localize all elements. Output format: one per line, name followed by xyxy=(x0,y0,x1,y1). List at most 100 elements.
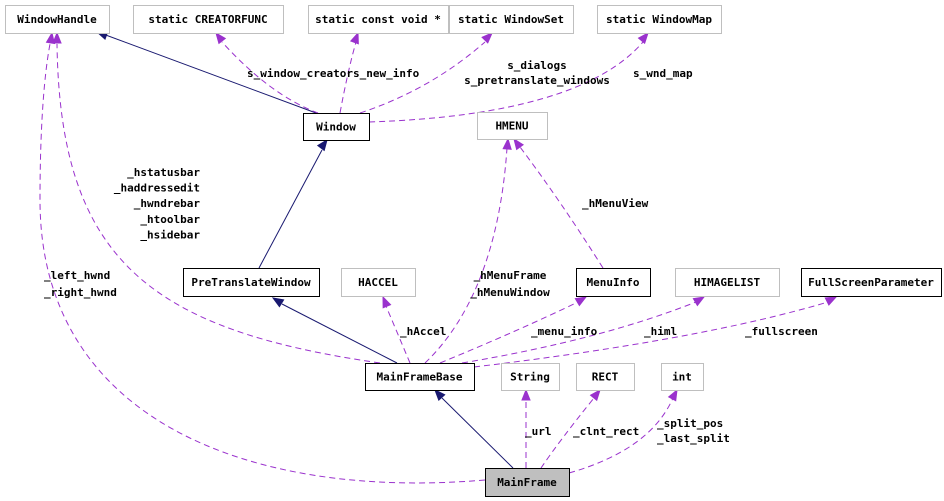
node-label: Window xyxy=(316,121,356,134)
usage-line xyxy=(568,397,674,474)
edge-label-line: _fullscreen xyxy=(745,325,818,338)
edge-label-line: _hMenuView xyxy=(582,197,649,210)
edge-mf-int xyxy=(568,388,678,474)
node-box xyxy=(308,5,449,34)
usage-line xyxy=(368,41,644,123)
labels-layer: s_window_creators_new_info s_dialogss_pre… xyxy=(44,59,818,445)
node-window[interactable]: Window xyxy=(303,113,370,141)
node-windowmap[interactable]: static WindowMap xyxy=(597,5,722,34)
edge-label-himl: _himl xyxy=(644,325,677,338)
edge-label-line: _hMenuFrame xyxy=(474,269,547,282)
node-label: FullScreenParameter xyxy=(808,276,934,289)
edge-label-line: s_window_creators_new_info xyxy=(247,67,420,80)
edge-mf-windowhandle xyxy=(39,31,486,484)
edge-label-fullscreen: _fullscreen xyxy=(745,325,818,338)
edge-mf-rect xyxy=(540,388,601,469)
inheritance-line xyxy=(102,33,317,114)
inheritance-line xyxy=(441,397,514,469)
edge-window-windowset xyxy=(359,32,493,114)
node-label: HACCEL xyxy=(358,276,398,289)
usage-line xyxy=(339,41,357,114)
nodes-layer: WindowHandle static CREATORFUNC static con… xyxy=(5,5,942,497)
usage-line xyxy=(56,43,381,364)
node-himagelist[interactable]: HIMAGELIST xyxy=(675,268,780,297)
usage-arrowhead xyxy=(382,295,392,309)
usage-arrowhead xyxy=(692,296,706,307)
usage-line xyxy=(221,41,319,114)
node-constvoid[interactable]: static const void * xyxy=(308,5,449,34)
edge-label-line: _hAccel xyxy=(400,325,446,338)
node-rect[interactable]: RECT xyxy=(576,363,635,391)
node-fullscreenparameter[interactable]: FullScreenParameter xyxy=(801,268,942,297)
edge-label-creators: s_window_creators_new_info xyxy=(247,67,420,80)
edge-label-mf-handles: _left_hwnd _right_hwnd xyxy=(44,269,117,299)
edge-label-line: _split_pos xyxy=(657,417,723,430)
node-box xyxy=(801,268,942,297)
node-box xyxy=(303,113,370,141)
usage-arrowhead xyxy=(215,31,227,45)
edge-label-clnt: _clnt_rect xyxy=(573,425,639,438)
edge-label-line: _last_split xyxy=(657,432,730,445)
node-string[interactable]: String xyxy=(501,363,560,391)
node-label: String xyxy=(510,371,550,384)
usage-line xyxy=(519,146,604,269)
node-int[interactable]: int xyxy=(661,363,704,391)
node-menuinfo[interactable]: MenuInfo xyxy=(576,268,651,297)
node-label: HIMAGELIST xyxy=(694,276,761,289)
edge-mfb-fullscreen xyxy=(473,296,838,368)
edge-label-line: _left_hwnd xyxy=(44,269,110,282)
node-windowset[interactable]: static WindowSet xyxy=(449,5,574,34)
inheritance-arrowhead xyxy=(316,138,328,152)
usage-arrowhead xyxy=(589,388,601,402)
edge-label-hmenuframe: _hMenuFrame_hMenuWindow xyxy=(470,269,550,299)
node-label: static CREATORFUNC xyxy=(148,13,267,26)
edge-label-line: _hstatusbar xyxy=(127,166,200,179)
edge-label-menuinfo: _menu_info xyxy=(531,325,598,338)
edge-mfb-windowhandle xyxy=(52,31,381,364)
node-box xyxy=(485,468,570,497)
node-haccel[interactable]: HACCEL xyxy=(341,268,416,297)
edge-label-line: _right_hwnd xyxy=(44,286,117,299)
node-pretranslatewindow[interactable]: PreTranslateWindow xyxy=(183,268,320,297)
usage-arrowhead xyxy=(502,137,512,150)
node-box xyxy=(661,363,704,391)
edge-mfb-himagelist xyxy=(461,296,706,364)
node-mainframebase[interactable]: MainFrameBase xyxy=(365,363,475,391)
edge-label-line: _haddressedit xyxy=(114,182,200,195)
node-mainframe[interactable]: MainFrame xyxy=(485,468,570,497)
edge-window-creatorfunc xyxy=(215,31,319,114)
usage-line xyxy=(439,301,579,364)
usage-arrowhead xyxy=(481,32,493,44)
node-label: static WindowSet xyxy=(458,13,564,26)
node-label: int xyxy=(672,371,692,384)
node-windowhandle[interactable]: WindowHandle xyxy=(5,5,110,34)
inheritance-line xyxy=(258,149,323,269)
edge-label-line: s_dialogs xyxy=(507,59,567,72)
edge-label-line: _menu_info xyxy=(531,325,598,338)
inheritance-arrowhead xyxy=(434,389,446,401)
inheritance-arrowhead xyxy=(271,297,285,308)
usage-arrowhead xyxy=(513,137,525,151)
node-box xyxy=(5,5,110,34)
edge-label-mfb-handles: _hstatusbar_haddressedit_hwndrebar_htool… xyxy=(114,166,200,241)
edge-label-wndmap: s_wnd_map xyxy=(633,67,693,80)
edge-mfb-menuinfo xyxy=(439,296,588,364)
edge-mf-string xyxy=(521,388,531,468)
node-label: MainFrame xyxy=(497,476,557,489)
usage-arrowhead xyxy=(349,31,359,45)
edge-mf-mfb xyxy=(434,389,514,469)
node-creatorfunc[interactable]: static CREATORFUNC xyxy=(133,5,284,34)
usage-line xyxy=(473,301,829,368)
edge-mfb-ptw xyxy=(271,297,398,364)
node-label: MenuInfo xyxy=(587,276,640,289)
node-label: HMENU xyxy=(495,120,528,133)
node-box xyxy=(501,363,560,391)
edge-mfb-haccel xyxy=(382,295,411,364)
usage-line xyxy=(424,147,508,364)
node-hmenu[interactable]: HMENU xyxy=(477,112,548,140)
node-box xyxy=(675,268,780,297)
usage-line xyxy=(359,41,486,114)
edge-label-line: _url xyxy=(525,425,552,438)
